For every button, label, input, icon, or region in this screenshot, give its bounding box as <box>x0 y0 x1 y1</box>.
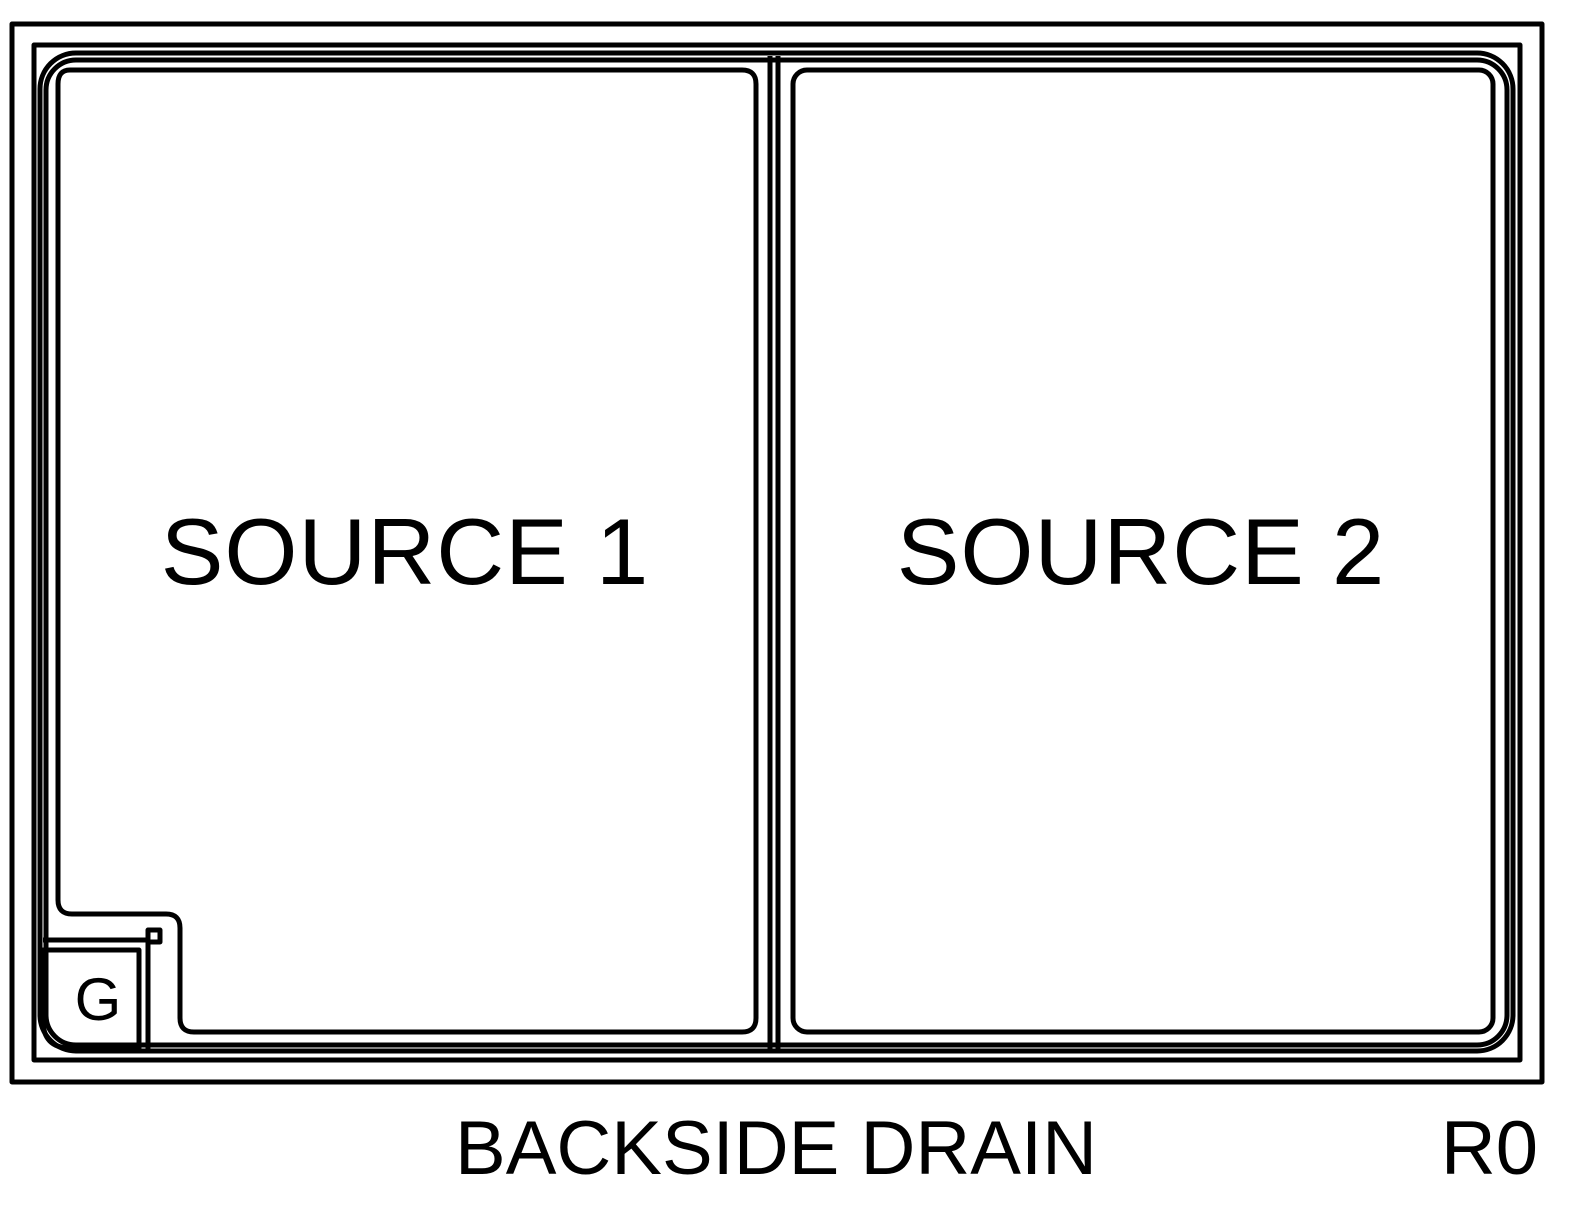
die-outer-border <box>9 21 1545 1085</box>
seal-ring <box>31 42 1523 1063</box>
source-1-pad <box>55 67 759 1035</box>
source-1-label: SOURCE 1 <box>161 499 650 604</box>
gate-via <box>145 927 163 945</box>
revision-label: R0 <box>1441 1106 1538 1191</box>
backside-drain-label: BACKSIDE DRAIN <box>455 1106 1097 1191</box>
gate-pad <box>40 947 142 1051</box>
source-2-label: SOURCE 2 <box>897 499 1386 604</box>
guard-ring-outer <box>37 50 1516 1054</box>
source-2-pad <box>790 67 1496 1035</box>
gate-label: G <box>75 966 122 1033</box>
